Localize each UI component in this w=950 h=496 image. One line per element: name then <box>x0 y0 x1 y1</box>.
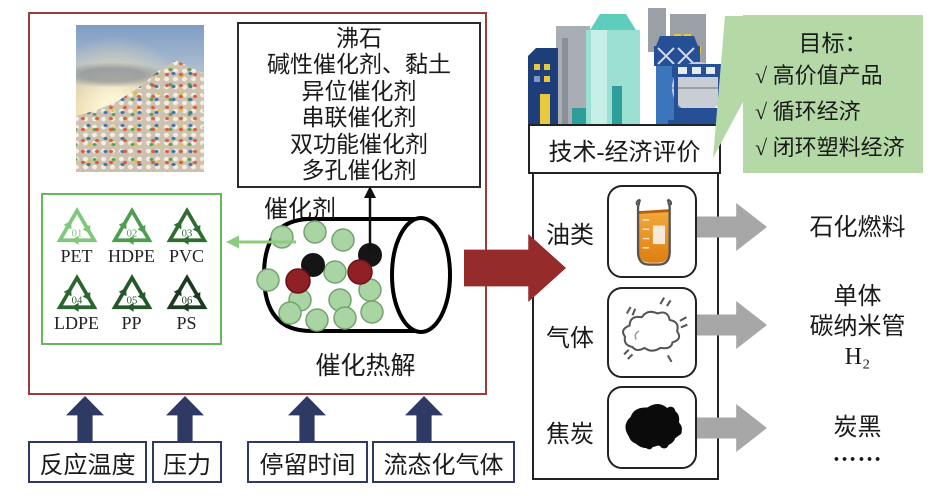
plastic-code-name: HDPE <box>107 246 155 266</box>
output-line: 碳纳米管 <box>809 314 906 340</box>
svg-text:02: 02 <box>126 229 137 240</box>
plastic-code-name: PET <box>60 246 93 266</box>
plastic-code-pvc: 03 PVC <box>159 205 214 272</box>
evaluation-header-label: 技术-经济评价 <box>548 139 701 166</box>
plastic-code-ldpe: 04 LDPE <box>49 272 104 339</box>
cloud-icon <box>622 296 688 362</box>
catalyst-line: 双功能催化剂 <box>290 131 428 157</box>
output-oil: 石化燃料 <box>775 213 940 243</box>
input-label: 反应温度 <box>39 452 136 479</box>
plastic-code-name: PP <box>121 313 142 333</box>
plastic-code-ps: 06 PS <box>159 272 214 339</box>
goal-box: 目标： √ 高价值产品 √ 循环经济 √ 闭环塑料经济 <box>743 15 923 173</box>
input-box-fluidizing-gas: 流态化气体 <box>372 441 515 483</box>
product-label-oil: 油类 <box>546 223 594 249</box>
input-box-pressure: 压力 <box>152 441 222 483</box>
catalyst-line: 多孔催化剂 <box>301 158 417 183</box>
recycling-triangle-icon: 05 <box>111 274 152 312</box>
plastic-waste-photo <box>76 25 204 172</box>
svg-text:04: 04 <box>71 296 82 307</box>
input-label: 停留时间 <box>259 452 356 479</box>
input-arrow-pressure <box>166 396 204 442</box>
factory-illustration <box>528 8 724 126</box>
gas-icon-box <box>607 287 697 378</box>
recycling-triangle-icon: 04 <box>56 274 97 312</box>
catalyst-line: 异位催化剂 <box>301 78 417 104</box>
recycling-triangle-icon: 03 <box>166 207 207 245</box>
svg-text:01: 01 <box>71 229 82 240</box>
output-gas: 单体 碳纳米管 H₂ <box>775 282 940 372</box>
output-line: H₂ <box>844 344 871 370</box>
product-label-coke: 焦炭 <box>546 422 594 448</box>
recycling-triangle-icon: 01 <box>56 207 97 245</box>
output-coke: 炭黑 …… <box>775 413 940 467</box>
catalyst-line: 碱性催化剂、黏土 <box>267 52 451 77</box>
output-line: 石化燃料 <box>809 215 906 241</box>
goal-item: √ 闭环塑料经济 <box>755 135 905 160</box>
catalyst-list-box: 沸石 碱性催化剂、黏土 异位催化剂 串联催化剂 双功能催化剂 多孔催化剂 <box>237 22 481 188</box>
plastic-code-name: PVC <box>168 246 204 266</box>
plastic-code-name: LDPE <box>54 313 99 333</box>
plastic-codes-box: 01 PET 02 HDPE 03 PVC <box>41 193 222 345</box>
coke-icon <box>625 403 682 449</box>
coke-icon-box <box>607 386 697 469</box>
input-arrow-residence <box>288 396 326 442</box>
plastic-code-pp: 05 PP <box>104 272 159 339</box>
beaker-icon <box>635 198 673 266</box>
plastic-code-name: PS <box>176 313 197 333</box>
catalyst-line: 沸石 <box>336 25 382 51</box>
output-line: 单体 <box>833 284 882 310</box>
svg-text:05: 05 <box>126 296 137 307</box>
input-label: 流态化气体 <box>383 452 504 479</box>
product-label-gas: 气体 <box>546 326 594 352</box>
output-line: 炭黑 <box>833 415 882 441</box>
input-box-temperature: 反应温度 <box>28 441 147 483</box>
output-ellipsis: …… <box>832 441 883 467</box>
plastic-code-hdpe: 02 HDPE <box>104 205 159 272</box>
evaluation-header: 技术-经济评价 <box>528 124 721 174</box>
svg-text:06: 06 <box>181 296 192 307</box>
input-label: 压力 <box>163 452 211 479</box>
reactor-cylinder <box>256 216 452 334</box>
input-box-residence-time: 停留时间 <box>247 441 368 483</box>
input-arrow-gas <box>405 396 443 442</box>
feed-balls <box>256 220 384 332</box>
goal-title: 目标： <box>798 31 868 56</box>
svg-text:03: 03 <box>181 229 192 240</box>
plastic-code-pet: 01 PET <box>49 205 104 272</box>
recycling-triangle-icon: 02 <box>111 207 152 245</box>
goal-item: √ 高价值产品 <box>755 63 883 88</box>
input-arrow-temperature <box>66 396 104 442</box>
recycling-triangle-icon: 06 <box>166 274 207 312</box>
catalyst-balls-red <box>285 259 373 294</box>
oil-icon-box <box>607 185 697 278</box>
goal-item: √ 循环经济 <box>755 99 861 124</box>
reactor-label: 催化热解 <box>315 353 416 380</box>
catalyst-line: 串联催化剂 <box>301 105 417 130</box>
photo-cloud <box>76 63 166 87</box>
